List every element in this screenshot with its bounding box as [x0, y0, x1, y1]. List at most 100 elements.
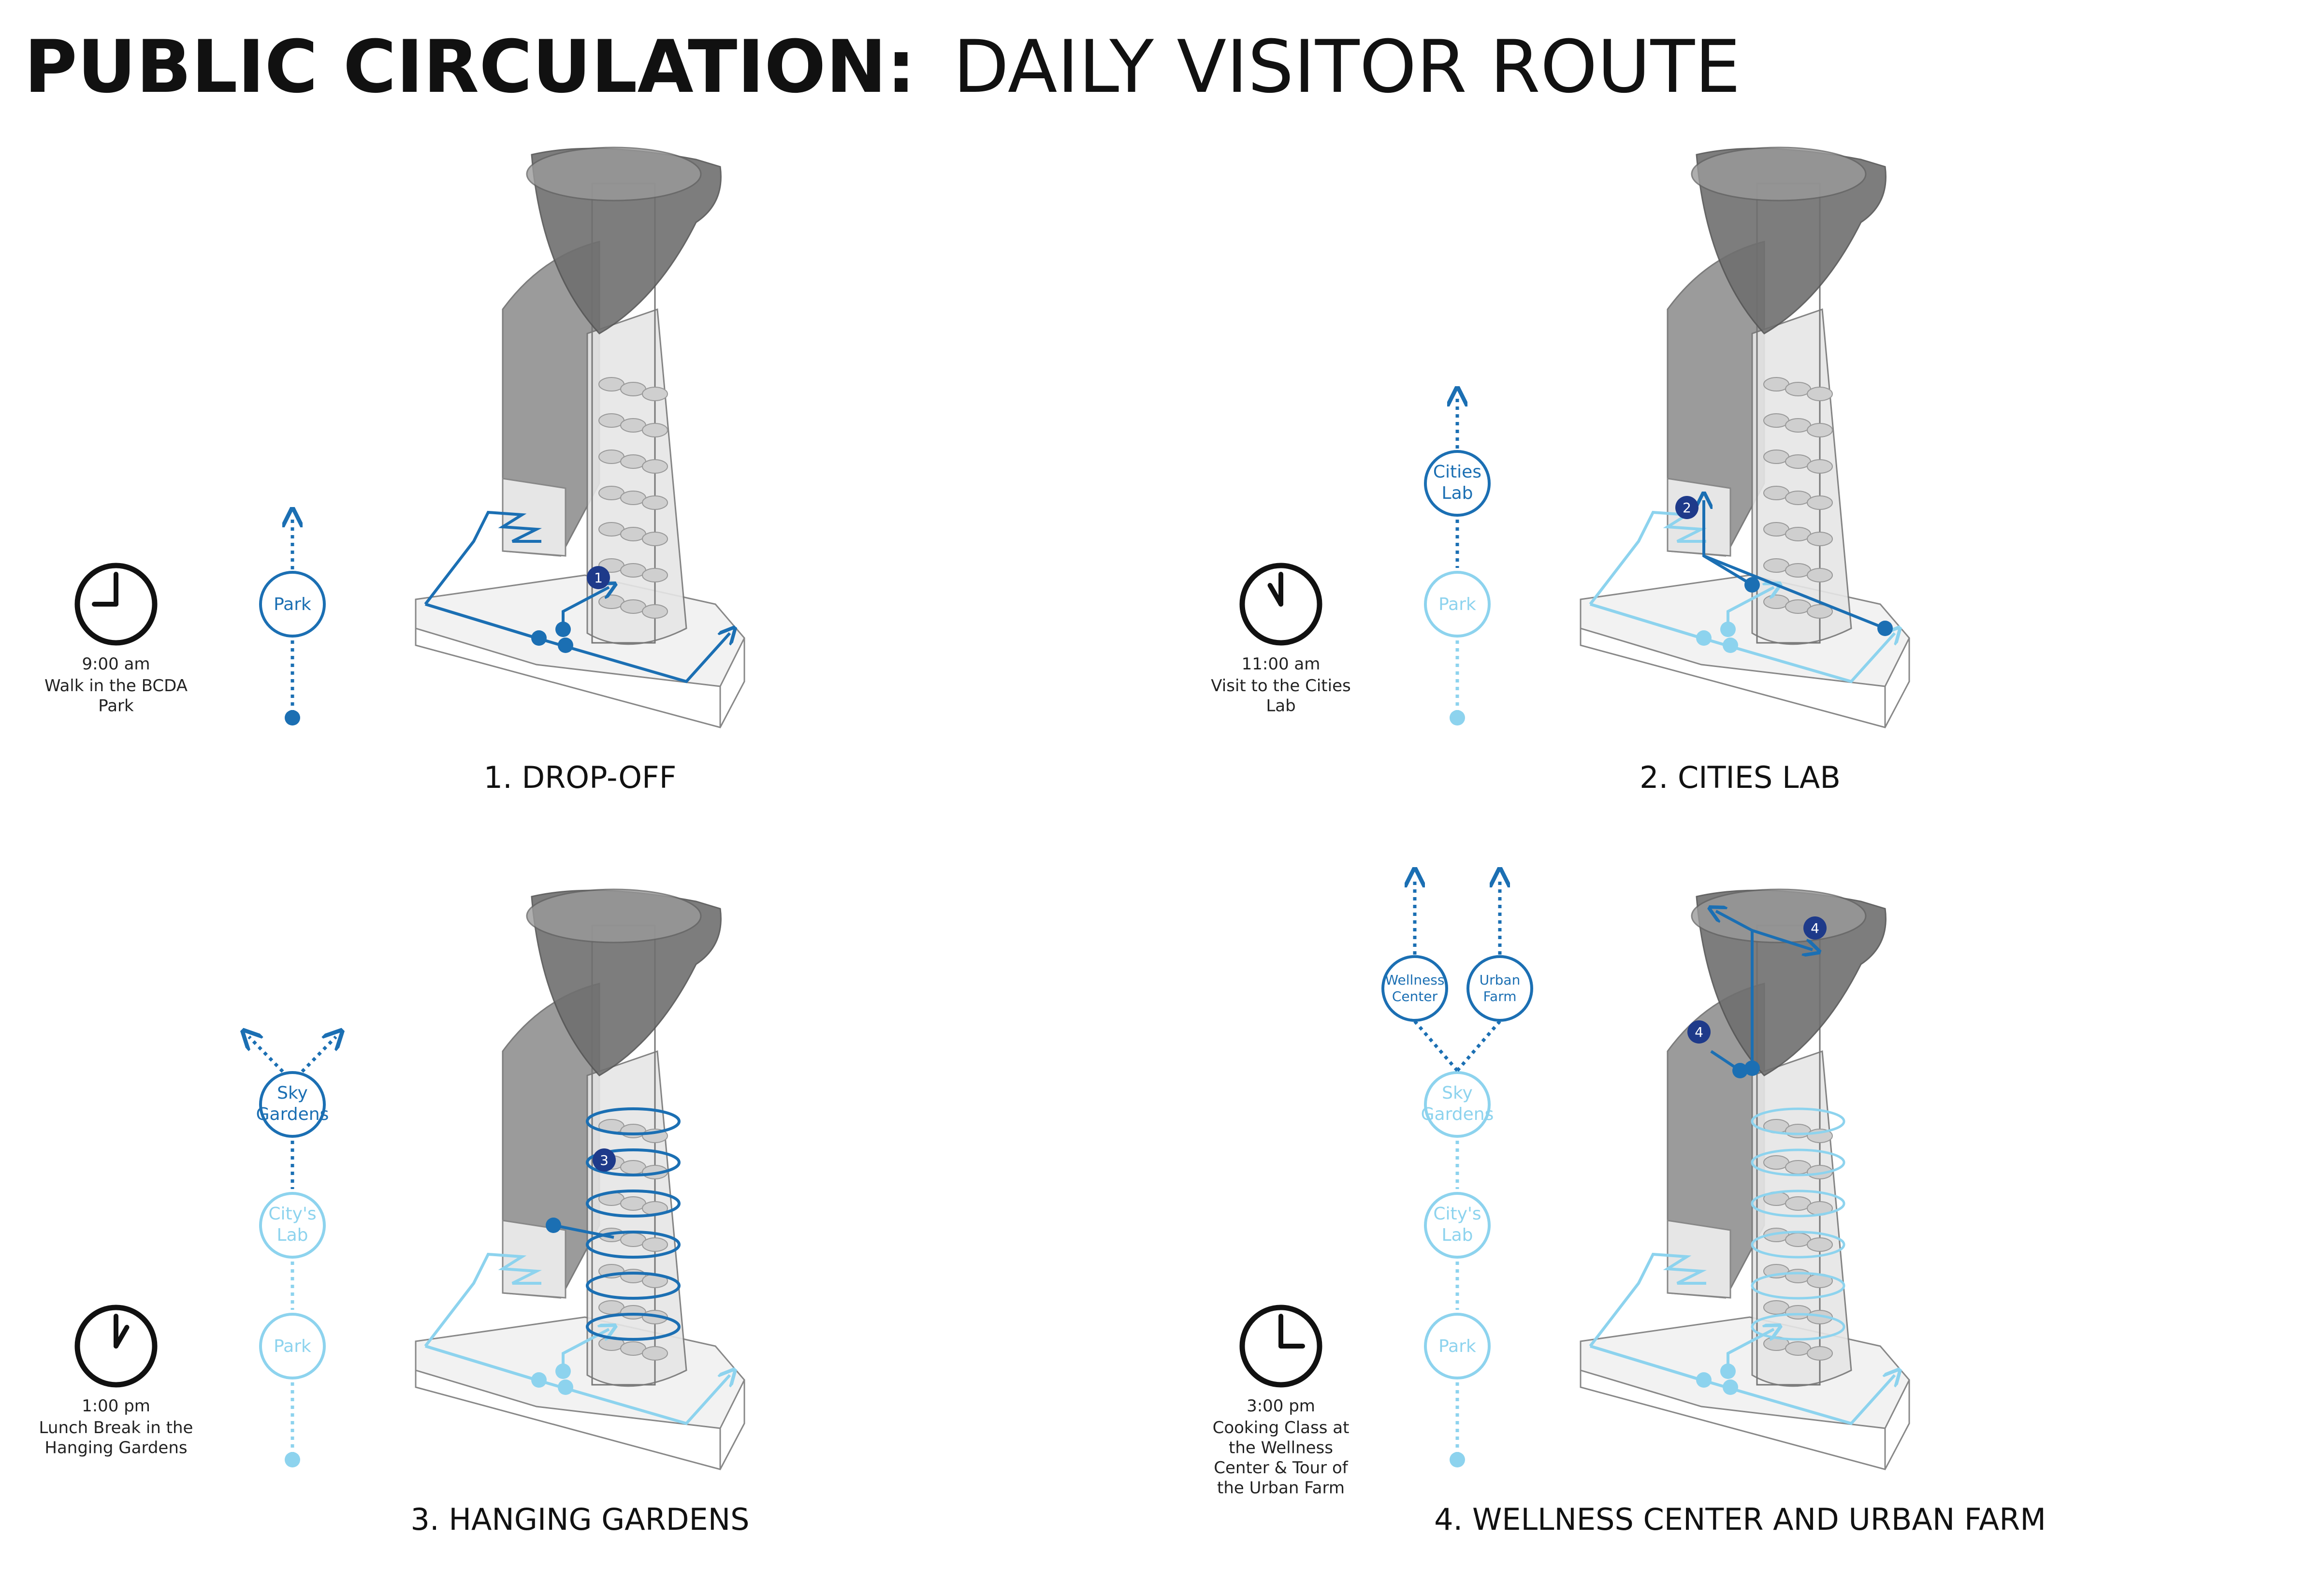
- time-label: 11:00 am: [1242, 654, 1321, 674]
- route-stop-dot: [555, 622, 571, 637]
- timeline-branch-arrow: [249, 1037, 284, 1073]
- route-stop-dot: [1877, 621, 1893, 636]
- garden-pod: [642, 423, 668, 437]
- route-marker-number: 2: [1683, 500, 1691, 516]
- timeline-node: [1424, 1192, 1491, 1259]
- route-spiral-loop: [1751, 1190, 1845, 1218]
- route-dropoff-zigzag: [1589, 510, 1707, 605]
- timeline-node: [1424, 1071, 1491, 1138]
- timeline-node: [259, 1313, 326, 1379]
- timeline-node-label: Park: [274, 595, 311, 614]
- timeline-node-label: Park: [1438, 1336, 1476, 1356]
- building-wing-lower: [1667, 478, 1731, 557]
- garden-pod: [1807, 387, 1833, 401]
- route-stop-dot: [546, 1218, 561, 1233]
- building-base: [415, 574, 745, 687]
- time-label: 1:00 pm: [82, 1396, 150, 1416]
- route-ground-path: [425, 603, 537, 639]
- route-ground-path: [425, 1345, 537, 1381]
- building-wing-lower: [502, 478, 566, 557]
- route-dropoff-zigzag: [424, 510, 542, 605]
- route-marker: 3: [593, 1148, 616, 1172]
- garden-pod: [1807, 604, 1833, 619]
- route-marker-circle: [593, 1148, 616, 1172]
- route-ground-path: [1590, 603, 1702, 639]
- timeline-node-label: Park: [274, 1336, 311, 1356]
- timeline-node: [1424, 1313, 1491, 1379]
- route-urban-farm: [1716, 911, 1753, 932]
- route-marker-circle: [1803, 916, 1827, 940]
- timeline-node-label: Park: [1438, 595, 1476, 614]
- timeline-branch-connector: [1456, 1020, 1501, 1072]
- route-spiral-loop: [586, 1107, 681, 1135]
- route-ground-path: [1590, 1345, 1702, 1381]
- garden-pod: [1807, 1346, 1833, 1361]
- route-spiral-loop: [586, 1231, 681, 1259]
- route-spiral-loop: [1751, 1148, 1845, 1176]
- route-marker-number: 4: [1811, 920, 1819, 936]
- route-stop-dot: [1723, 638, 1738, 653]
- route-spiral-loop: [1751, 1272, 1845, 1300]
- route-dropoff-zigzag: [1589, 1252, 1707, 1347]
- route-spiral-loop: [1751, 1107, 1845, 1135]
- building-base: [415, 1316, 745, 1429]
- garden-pod: [642, 532, 668, 546]
- route-spiral-loop: [586, 1272, 681, 1300]
- route-dropoff-zigzag: [424, 1252, 542, 1347]
- route-spiral-loop: [586, 1313, 681, 1341]
- timeline-branch-arrow: [301, 1037, 336, 1073]
- timeline-start-dot: [1450, 710, 1465, 725]
- timeline-start-dot: [285, 1452, 300, 1467]
- building-wing-lower: [1667, 1219, 1731, 1299]
- route-stop-dot: [1720, 622, 1736, 637]
- building-sky-bowl-rim: [1691, 146, 1867, 202]
- timeline-start-dot: [285, 710, 300, 725]
- timeline-node: [1381, 955, 1448, 1022]
- garden-pod: [1807, 568, 1833, 582]
- route-cities-lab: [1703, 554, 1886, 630]
- route-marker: 4: [1803, 916, 1827, 940]
- timeline-node: [1424, 571, 1491, 638]
- garden-pod: [642, 459, 668, 474]
- panel-caption: 1. DROP-OFF: [484, 760, 677, 795]
- timeline-branch-connector: [1413, 1020, 1459, 1072]
- route-marker: 1: [587, 566, 610, 589]
- route-stop-dot: [558, 1379, 573, 1395]
- garden-pod: [642, 1237, 668, 1252]
- title-bold: PUBLIC CIRCULATION:: [24, 25, 915, 109]
- route-stop-dot: [531, 630, 547, 646]
- panel-caption: 3. HANGING GARDENS: [411, 1502, 750, 1537]
- route-spiral-loop: [586, 1190, 681, 1218]
- route-stop-dot: [555, 1364, 571, 1379]
- route-marker-number: 3: [600, 1152, 609, 1168]
- panel-caption: 2. CITIES LAB: [1640, 760, 1841, 795]
- garden-pod: [1807, 1237, 1833, 1252]
- garden-pod: [1807, 495, 1833, 510]
- route-stop-dot: [1732, 1063, 1748, 1078]
- garden-pod: [1807, 459, 1833, 474]
- route-stop-dot: [1744, 1060, 1760, 1076]
- building-core: [586, 308, 687, 645]
- timeline-node: [1466, 955, 1533, 1022]
- route-marker: 2: [1675, 496, 1698, 519]
- building-sky-bowl-rim: [1691, 888, 1867, 943]
- garden-pod: [642, 1346, 668, 1361]
- route-stop-dot: [1696, 630, 1712, 646]
- garden-pod: [642, 568, 668, 582]
- timeline-node: [259, 1071, 326, 1138]
- title-light: DAILY VISITOR ROUTE: [953, 25, 1741, 109]
- time-label: 3:00 pm: [1247, 1396, 1315, 1416]
- garden-pod: [642, 604, 668, 619]
